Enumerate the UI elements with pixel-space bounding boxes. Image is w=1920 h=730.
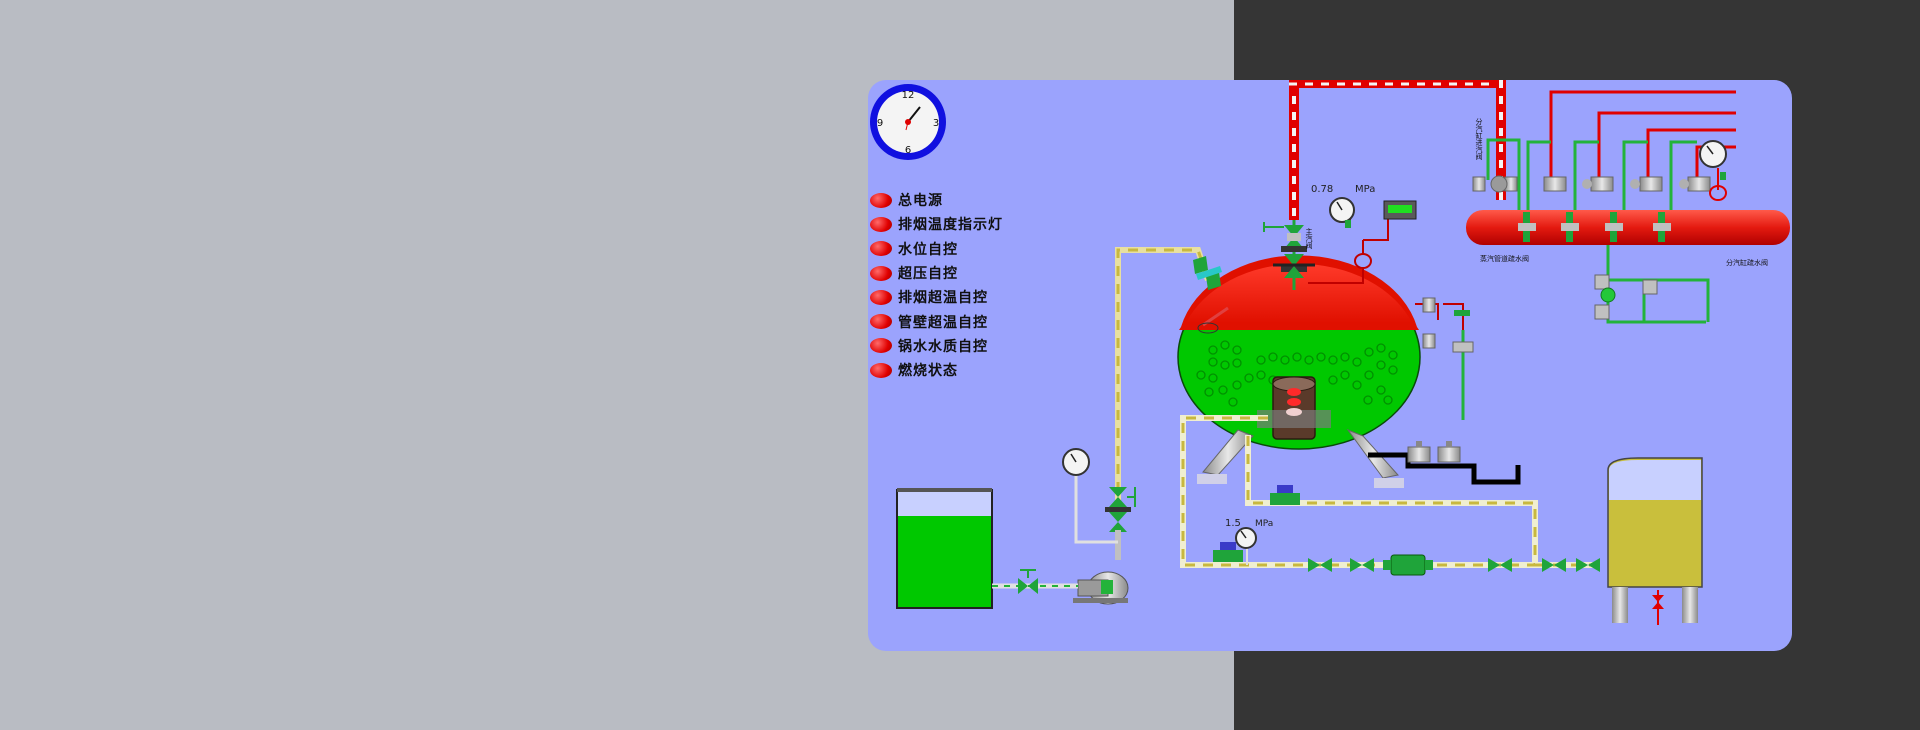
main-valve-label: 主汽阀: [1305, 227, 1313, 250]
header-inlet-valve-label: 分汽缸进汽阀: [1475, 117, 1483, 161]
status-label: 管壁超温自控: [898, 314, 988, 331]
status-label: 水位自控: [898, 241, 958, 258]
water-treatment-unit[interactable]: [1383, 554, 1433, 576]
header-pressure-gauge: [1699, 140, 1727, 201]
blowdown-valves[interactable]: [1407, 441, 1461, 463]
status-item-tube-overtemp[interactable]: 管壁超温自控: [870, 309, 1003, 333]
steam-pressure-value: 0.78: [1311, 184, 1333, 195]
status-label: 锅水水质自控: [898, 338, 988, 355]
drain-valve-right-label: 分汽缸疏水阀: [1726, 258, 1768, 267]
feed-line-valves[interactable]: [1213, 485, 1600, 572]
status-label: 排烟超温自控: [898, 290, 988, 307]
status-label: 总电源: [898, 193, 943, 210]
status-item-water-level[interactable]: 水位自控: [870, 237, 1003, 261]
steam-pressure-unit: MPa: [1355, 184, 1375, 195]
water-tank: [896, 488, 993, 609]
pump-pressure-gauge: [1062, 448, 1118, 544]
feed-pump[interactable]: [1073, 530, 1129, 605]
status-light-icon: [870, 241, 892, 257]
clock-numeral-6: 6: [905, 145, 911, 156]
clock-numeral-12: 12: [902, 90, 915, 101]
status-light-icon: [870, 289, 892, 305]
status-item-flue-overtemp[interactable]: 排烟超温自控: [870, 285, 1003, 309]
safety-valves[interactable]: [1415, 297, 1474, 420]
status-item-flue-temp-indicator[interactable]: 排烟温度指示灯: [870, 212, 1003, 236]
status-light-icon: [870, 314, 892, 330]
status-legend: 总电源 排烟温度指示灯 水位自控 超压自控 排烟超温自控 管壁超温自控: [870, 188, 1003, 382]
tank-outlet-valve[interactable]: [1018, 569, 1038, 594]
status-light-icon: [870, 338, 892, 354]
status-label: 超压自控: [898, 266, 958, 283]
feed-line-gauge: [1235, 527, 1257, 565]
status-light-icon: [870, 265, 892, 281]
steam-pressure-gauge: [1329, 197, 1372, 269]
feed-inlet-valve[interactable]: [1193, 256, 1222, 290]
status-item-combustion[interactable]: 燃烧状态: [870, 358, 1003, 382]
drain-valve-left-label: 蒸汽管道疏水阀: [1480, 254, 1529, 263]
status-light-icon: [870, 192, 892, 208]
header-inlet-valves[interactable]: [1472, 175, 1711, 193]
main-steam-pipe: [1289, 80, 1506, 220]
clock-numeral-9: 9: [877, 118, 883, 129]
pressure-controller: [1383, 200, 1417, 220]
status-item-power[interactable]: 总电源: [870, 188, 1003, 212]
status-light-icon: [870, 362, 892, 378]
boiler-drum: [1177, 255, 1421, 450]
clock: 12 3 6 9: [870, 84, 946, 160]
feed-water-valve[interactable]: [1105, 487, 1136, 532]
oil-tank: [1607, 457, 1703, 625]
status-light-icon: [870, 216, 892, 232]
status-item-water-quality[interactable]: 锅水水质自控: [870, 334, 1003, 358]
status-label: 燃烧状态: [898, 363, 958, 380]
diagram-labels: 0.78 MPa 1.5 MPa 主汽阀 分汽缸进汽阀 蒸汽管道疏水阀 分汽缸疏…: [1225, 117, 1768, 529]
steam-header: [1466, 210, 1790, 245]
boiler-scada-panel: 12 3 6 9 0.78 MPa 1.5 MPa 主汽阀 分汽缸进汽阀 蒸汽管…: [868, 80, 1792, 651]
drain-valve-assembly[interactable]: [1594, 274, 1658, 320]
status-item-overpressure[interactable]: 超压自控: [870, 261, 1003, 285]
feed-pressure-value: 1.5: [1225, 518, 1241, 529]
feed-pressure-unit: MPa: [1255, 519, 1273, 529]
boiler-diagram: 12 3 6 9 0.78 MPa 1.5 MPa 主汽阀 分汽缸进汽阀 蒸汽管…: [870, 80, 1790, 625]
status-label: 排烟温度指示灯: [898, 217, 1003, 234]
main-steam-valve[interactable]: [1263, 220, 1315, 290]
clock-numeral-3: 3: [933, 118, 939, 129]
